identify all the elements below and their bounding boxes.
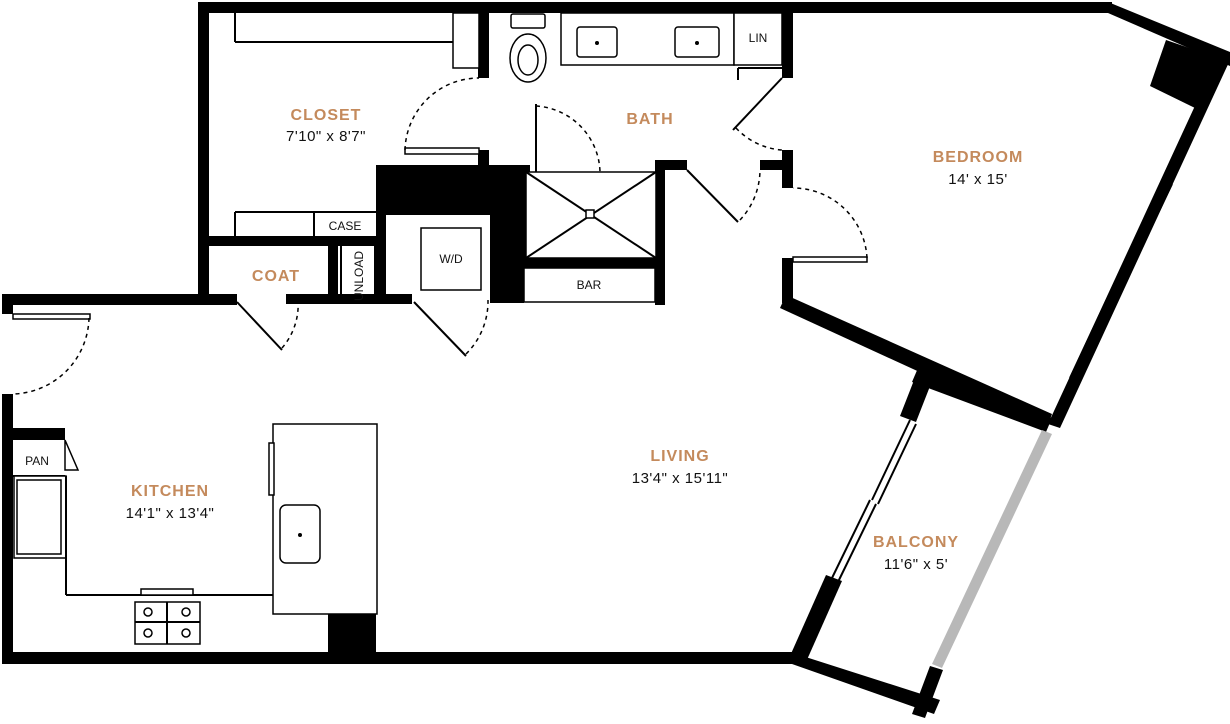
wall-kitchen-corner	[328, 610, 376, 658]
wall-bath-mid	[655, 160, 687, 170]
case-label: CASE	[329, 219, 362, 233]
balcony-dims: 11'6" x 5'	[884, 556, 948, 573]
balcony-name: BALCONY	[873, 534, 959, 551]
closet-name: CLOSET	[291, 107, 362, 124]
lin-label: LIN	[749, 31, 768, 45]
unload-label: UNLOAD	[352, 251, 366, 301]
wall-balcony-right-bottom	[912, 666, 943, 718]
wall-closet-bath-low	[478, 150, 489, 170]
wall-bedroom-left-low	[782, 258, 793, 303]
wall-closet-bottom	[198, 236, 384, 246]
bar-counter	[523, 267, 656, 303]
coat-name: COAT	[252, 268, 300, 285]
wd-label: W/D	[439, 252, 463, 266]
balcony-rail	[932, 430, 1052, 668]
kitchen-name: KITCHEN	[131, 483, 209, 500]
wall-top	[198, 2, 1112, 13]
wall-bar-top	[524, 258, 664, 268]
wall-core-right	[490, 165, 524, 303]
wall-bar-right	[655, 160, 665, 305]
wall-pan-top	[10, 428, 65, 440]
bath-fixtures: LIN	[509, 12, 783, 259]
toilet-tank	[510, 13, 546, 29]
wall-kitchen-left-top	[2, 294, 13, 314]
wall-kitchen-left	[2, 394, 13, 664]
kitchen-dims: 14'1" x 13'4"	[126, 505, 215, 522]
wall-bedroom-corner	[1150, 40, 1230, 108]
living-name: LIVING	[650, 448, 709, 465]
pan-label: PAN	[25, 454, 49, 468]
bar-label: BAR	[577, 278, 602, 292]
entry-door	[12, 313, 91, 395]
kitchen-fixtures: PAN	[13, 423, 378, 645]
bath-name: BATH	[626, 111, 673, 128]
wall-closet-bath	[478, 2, 489, 78]
room-labels: CLOSET 7'10" x 8'7" BATH BEDROOM 14' x 1…	[126, 107, 1024, 573]
wall-bedroom-right	[1048, 56, 1230, 428]
wall-bedroom-left-top	[782, 2, 793, 78]
closet-dims: 7'10" x 8'7"	[286, 128, 366, 145]
wall-kitchen-top	[2, 294, 237, 305]
wall-core-left	[376, 165, 386, 303]
bedroom-door	[792, 187, 868, 263]
wall-bedroom-nub	[760, 160, 790, 170]
wall-closet-left	[198, 2, 209, 302]
wall-top-right	[1108, 2, 1230, 66]
wall-balcony-bottom	[790, 652, 940, 714]
wall-balcony-top	[912, 368, 1052, 432]
coat-unload: UNLOAD	[236, 246, 376, 351]
windows	[831, 179, 1173, 583]
living-dims: 13'4" x 15'11"	[632, 470, 729, 487]
wall-balcony-left-bottom	[790, 575, 842, 662]
wd-bar: W/D BAR	[413, 227, 656, 357]
bedroom-name: BEDROOM	[933, 149, 1024, 166]
washer-dryer	[420, 227, 482, 291]
wall-core-bottom	[376, 294, 412, 304]
bedroom-dims: 14' x 15'	[948, 171, 1007, 188]
wall-shower-left	[520, 165, 530, 265]
wall-coat-right	[328, 236, 338, 304]
closet-fixtures: CASE	[234, 12, 480, 236]
wall-bottom	[2, 652, 797, 664]
